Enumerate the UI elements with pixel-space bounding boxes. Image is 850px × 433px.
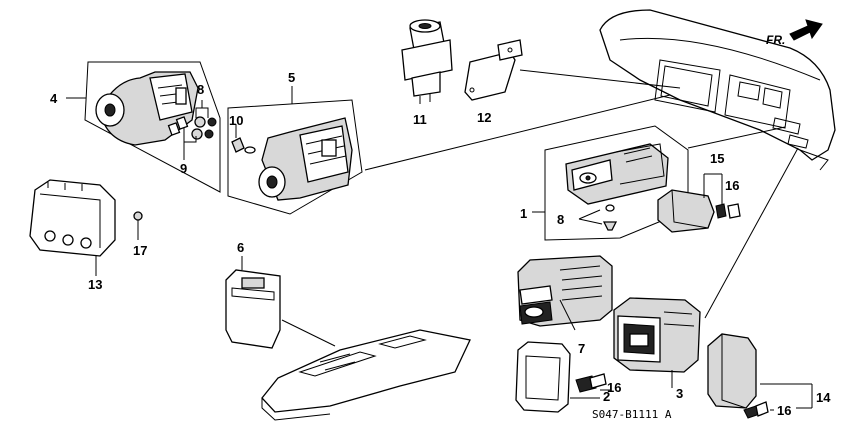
part-3-illustration: [613, 297, 701, 388]
callout-14: 14: [816, 390, 831, 405]
callout-15: 15: [710, 151, 724, 166]
callout-12: 12: [477, 110, 491, 125]
center-console-illustration: [261, 329, 471, 421]
part-2-illustration: [515, 341, 610, 413]
arrow-right-icon: [789, 19, 823, 41]
callout-6: 6: [237, 240, 244, 255]
diagram-code: S047-B1111 A: [592, 408, 672, 421]
part-6-illustration: [225, 256, 336, 349]
callout-11: 11: [413, 112, 427, 127]
callout-labels: 1 2 3 4 5 6 7 8 8 9 10 11 12 13 14 15 16…: [50, 70, 831, 421]
callout-17: 17: [133, 243, 147, 258]
part-7-illustration: [517, 255, 613, 331]
part-13-illustration: [29, 179, 143, 276]
part-5-group: [227, 86, 363, 215]
leader-lines: [364, 69, 799, 319]
part-1-group: [532, 125, 689, 241]
callout-4: 4: [50, 91, 58, 106]
callout-7: 7: [578, 341, 585, 356]
callout-5: 5: [288, 70, 295, 85]
callout-8-upper: 8: [197, 82, 204, 97]
front-label: FR.: [766, 33, 785, 47]
callout-16-upper: 16: [725, 178, 739, 193]
callout-9: 9: [180, 161, 187, 176]
callout-8-lower: 8: [557, 212, 564, 227]
dashboard-illustration: [599, 9, 836, 171]
callout-16-lower: 16: [777, 403, 791, 418]
front-direction-indicator: FR.: [766, 19, 823, 47]
callout-1: 1: [520, 206, 527, 221]
callout-2: 2: [603, 389, 610, 404]
callout-16-middle: 16: [607, 380, 621, 395]
callout-13: 13: [88, 277, 102, 292]
part-15-illustration: [657, 173, 741, 233]
callout-10: 10: [229, 113, 243, 128]
part-11-illustration: [401, 19, 453, 104]
part-4-group: [66, 61, 221, 193]
part-14-illustration: [707, 333, 813, 419]
part-12-illustration: [464, 39, 523, 101]
callout-3: 3: [676, 386, 683, 401]
